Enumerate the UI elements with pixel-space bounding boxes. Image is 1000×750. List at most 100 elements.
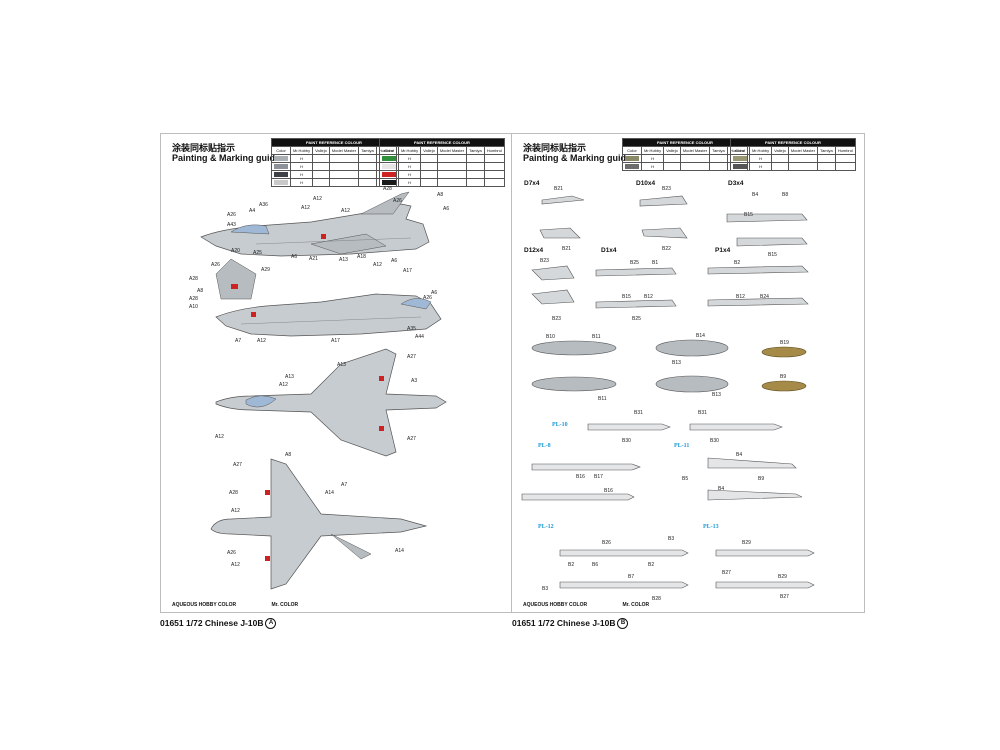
color-swatch bbox=[274, 156, 288, 162]
color-swatch bbox=[274, 172, 288, 178]
part-label: B15 bbox=[744, 212, 753, 218]
callout: A12 bbox=[279, 382, 288, 388]
callout: A4 bbox=[249, 208, 255, 214]
color-swatch bbox=[625, 164, 639, 170]
missile-label: PL-8 bbox=[538, 443, 551, 449]
part-label: B25 bbox=[632, 316, 641, 322]
missile-label: PL-13 bbox=[703, 524, 719, 530]
aircraft-side-view-bottom bbox=[215, 258, 442, 337]
callout: A12 bbox=[373, 262, 382, 268]
callout: A26 bbox=[227, 550, 236, 556]
part-label: B4 bbox=[736, 452, 742, 458]
missile-label: PL-12 bbox=[538, 524, 554, 530]
part-label: B23 bbox=[540, 258, 549, 264]
callout: A12 bbox=[215, 434, 224, 440]
callout: A12 bbox=[257, 338, 266, 344]
part-label: B29 bbox=[742, 540, 751, 546]
callout: A29 bbox=[261, 267, 270, 273]
callout: A20 bbox=[231, 248, 240, 254]
color-swatch bbox=[382, 180, 396, 186]
callout-labels: A26 A28 A4 A36 A12 A12 A12 A26 A43 A8 A6… bbox=[189, 186, 449, 568]
color-key-a: AQUEOUS HOBBY COLOR Mr. COLOR bbox=[172, 602, 298, 608]
aircraft-drawings: A26 A28 A4 A36 A12 A12 A12 A26 A43 A8 A6… bbox=[189, 186, 449, 590]
part-label: B6 bbox=[592, 562, 598, 568]
callout: A6 bbox=[443, 206, 449, 212]
part-label: B11 bbox=[598, 396, 607, 402]
callout: A6 bbox=[291, 254, 297, 260]
callout: A12 bbox=[301, 205, 310, 211]
part-label: B13 bbox=[672, 360, 681, 366]
part-label: B21 bbox=[562, 246, 571, 252]
callout: A13 bbox=[337, 362, 346, 368]
aircraft-bottom-view bbox=[210, 458, 428, 590]
callout: A7 bbox=[235, 338, 241, 344]
callout: A28 bbox=[189, 276, 198, 282]
table-row: H bbox=[622, 162, 748, 171]
color-swatch bbox=[625, 156, 639, 162]
callout: A12 bbox=[341, 208, 350, 214]
callout: A14 bbox=[395, 548, 404, 554]
part-label: B30 bbox=[710, 438, 719, 444]
callout: A28 bbox=[383, 186, 392, 192]
part-label: B16 bbox=[576, 474, 585, 480]
color-swatch bbox=[382, 172, 396, 178]
color-swatch bbox=[274, 180, 288, 186]
part-label: B27 bbox=[722, 570, 731, 576]
aircraft-side-view-top bbox=[200, 191, 430, 257]
pylon-drawings bbox=[531, 195, 809, 309]
callout: A21 bbox=[309, 256, 318, 262]
part-label: B9 bbox=[780, 374, 786, 380]
callout: A18 bbox=[357, 254, 366, 260]
group-label: D1x4 bbox=[601, 247, 617, 254]
color-swatch bbox=[733, 156, 747, 162]
part-label: B14 bbox=[696, 333, 705, 339]
callout: A13 bbox=[285, 374, 294, 380]
part-label: B31 bbox=[634, 410, 643, 416]
callout: A36 bbox=[259, 202, 268, 208]
group-label: P1x4 bbox=[715, 247, 731, 254]
part-label: B31 bbox=[698, 410, 707, 416]
part-label: B15 bbox=[622, 294, 631, 300]
part-label: B15 bbox=[768, 252, 777, 258]
callout: A26 bbox=[211, 262, 220, 268]
part-label: B8 bbox=[782, 192, 788, 198]
color-swatch bbox=[382, 156, 396, 162]
aqueous-key: AQUEOUS HOBBY COLOR bbox=[172, 602, 237, 608]
part-label: B4 bbox=[752, 192, 758, 198]
callout: A8 bbox=[197, 288, 203, 294]
sheet-b-title-en: Painting & Marking guide bbox=[523, 153, 632, 163]
color-swatch bbox=[274, 164, 288, 170]
part-label: B5 bbox=[682, 476, 688, 482]
instruction-sheet-a: 涂装同标贴指示 Painting & Marking guide PAINT R… bbox=[160, 133, 514, 613]
callout: A10 bbox=[189, 304, 198, 310]
group-label: D7x4 bbox=[524, 180, 540, 187]
fuel-tank-drawings bbox=[531, 339, 729, 393]
part-label: B24 bbox=[760, 294, 769, 300]
callout: A17 bbox=[403, 268, 412, 274]
callout: A8 bbox=[285, 452, 291, 458]
part-labels: B21 B21 B23 B22 B4 B8 B15 B15 B23 B23 B2… bbox=[540, 186, 789, 602]
part-label: B23 bbox=[662, 186, 671, 192]
callout: A43 bbox=[227, 222, 236, 228]
callout: A25 bbox=[253, 250, 262, 256]
sheet-a-title-cn: 涂装同标贴指示 bbox=[172, 143, 236, 153]
model-title-text: 01651 1/72 Chinese J-10B bbox=[512, 618, 616, 628]
color-swatch bbox=[382, 164, 396, 170]
model-title-text: 01651 1/72 Chinese J-10B bbox=[160, 618, 264, 628]
part-label: B28 bbox=[652, 596, 661, 602]
callout: A27 bbox=[407, 436, 416, 442]
part-label: B2 bbox=[734, 260, 740, 266]
part-label: B12 bbox=[644, 294, 653, 300]
callout: A27 bbox=[233, 462, 242, 468]
callout: A12 bbox=[313, 196, 322, 202]
color-key-b: AQUEOUS HOBBY COLOR Mr. COLOR bbox=[523, 602, 649, 608]
part-label: B7 bbox=[628, 574, 634, 580]
bomb-drawings bbox=[761, 346, 807, 392]
part-label: B27 bbox=[780, 594, 789, 600]
part-label: B26 bbox=[602, 540, 611, 546]
